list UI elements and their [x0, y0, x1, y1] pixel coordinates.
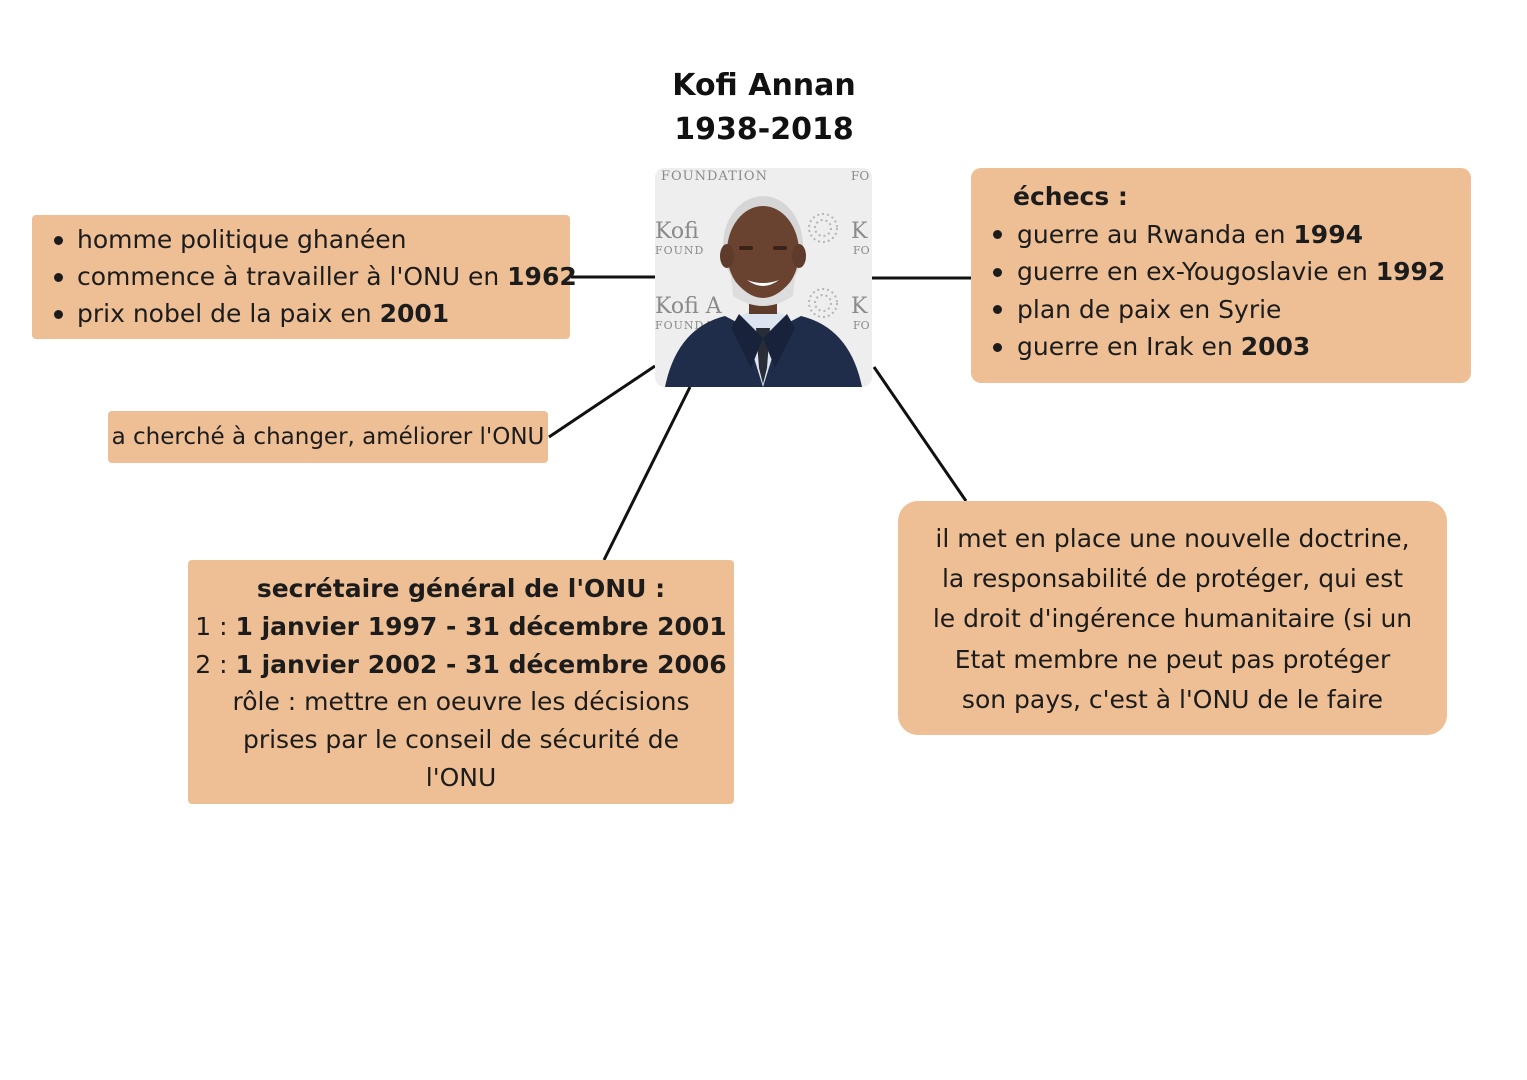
failure-year: 1994 — [1293, 219, 1363, 249]
doctrine-line: le droit d'ingérence humanitaire (si un — [932, 604, 1413, 634]
connector-changes — [548, 364, 656, 439]
failure-item: guerre au Rwanda en 1994 — [971, 216, 1471, 254]
doctrine-box: il met en place une nouvelle doctrine, l… — [898, 501, 1447, 735]
reform-box: a cherché à changer, améliorer l'ONU — [108, 411, 548, 463]
secretary-general-box: secrétaire général de l'ONU : 1 : 1 janv… — [188, 560, 734, 804]
backdrop-text: Kofi — [655, 219, 699, 244]
role-line: prises par le conseil de sécurité de — [242, 725, 680, 755]
failure-year: 1992 — [1375, 257, 1446, 286]
term-1: 1 : 1 janvier 1997 - 31 décembre 2001 — [195, 611, 727, 641]
title-name: Kofi Annan — [672, 68, 856, 103]
backdrop-text: FOUND — [655, 244, 704, 257]
backdrop-text: FO — [853, 319, 870, 332]
role-line: rôle : mettre en oeuvre les décisions — [232, 687, 690, 717]
bio-box: homme politique ghanéen commence à trava… — [32, 215, 577, 339]
doctrine-line: Etat membre ne peut pas protéger — [954, 644, 1391, 674]
role-line: l'ONU — [425, 762, 497, 792]
backdrop-text: Kofi A — [655, 294, 723, 319]
title-years: 1938-2018 — [674, 112, 854, 147]
bio-item: prix nobel de la paix en 2001 — [32, 295, 570, 332]
doctrine-line: son pays, c'est à l'ONU de le faire — [961, 684, 1384, 714]
bio-item: homme politique ghanéen — [32, 221, 570, 258]
failures-heading: échecs : — [1013, 182, 1128, 211]
backdrop-text: K — [851, 219, 868, 244]
bio-list: homme politique ghanéen commence à trava… — [32, 221, 577, 332]
failure-item: guerre en ex-Yougoslavie en 1992 — [971, 253, 1471, 291]
bio-item: commence à travailler à l'ONU en 1962 — [32, 258, 577, 295]
connector-doctrine — [872, 366, 968, 502]
failure-item: plan de paix en Syrie — [971, 291, 1471, 329]
connector-secretaire — [602, 386, 692, 561]
backdrop-text: FOUNDATION — [661, 169, 768, 184]
backdrop-text: FO — [853, 244, 870, 257]
backdrop-text: K — [851, 294, 868, 319]
secretary-general-heading: secrétaire général de l'ONU : — [256, 574, 666, 603]
diagram-title: Kofi Annan 1938-2018 — [604, 64, 924, 152]
failures-list: guerre au Rwanda en 1994 guerre en ex-Yo… — [971, 216, 1471, 366]
bio-year: 2001 — [379, 299, 450, 328]
doctrine-line: la responsabilité de protéger, qui est — [941, 564, 1404, 594]
failure-year: 2003 — [1240, 332, 1311, 361]
reform-text: a cherché à changer, améliorer l'ONU — [111, 424, 545, 450]
portrait-photo: FOUNDATION FO Kofi FOUND K FO Kofi A FOU… — [655, 168, 872, 387]
term-2: 2 : 1 janvier 2002 - 31 décembre 2006 — [195, 649, 727, 679]
failures-box: échecs : guerre au Rwanda en 1994 guerre… — [971, 168, 1471, 383]
doctrine-line: il met en place une nouvelle doctrine, — [935, 524, 1410, 553]
bio-year: 1962 — [507, 262, 577, 291]
backdrop-text: FO — [851, 169, 869, 183]
portrait-illustration: FOUNDATION FO Kofi FOUND K FO Kofi A FOU… — [655, 168, 872, 387]
failure-item: guerre en Irak en 2003 — [971, 328, 1471, 366]
